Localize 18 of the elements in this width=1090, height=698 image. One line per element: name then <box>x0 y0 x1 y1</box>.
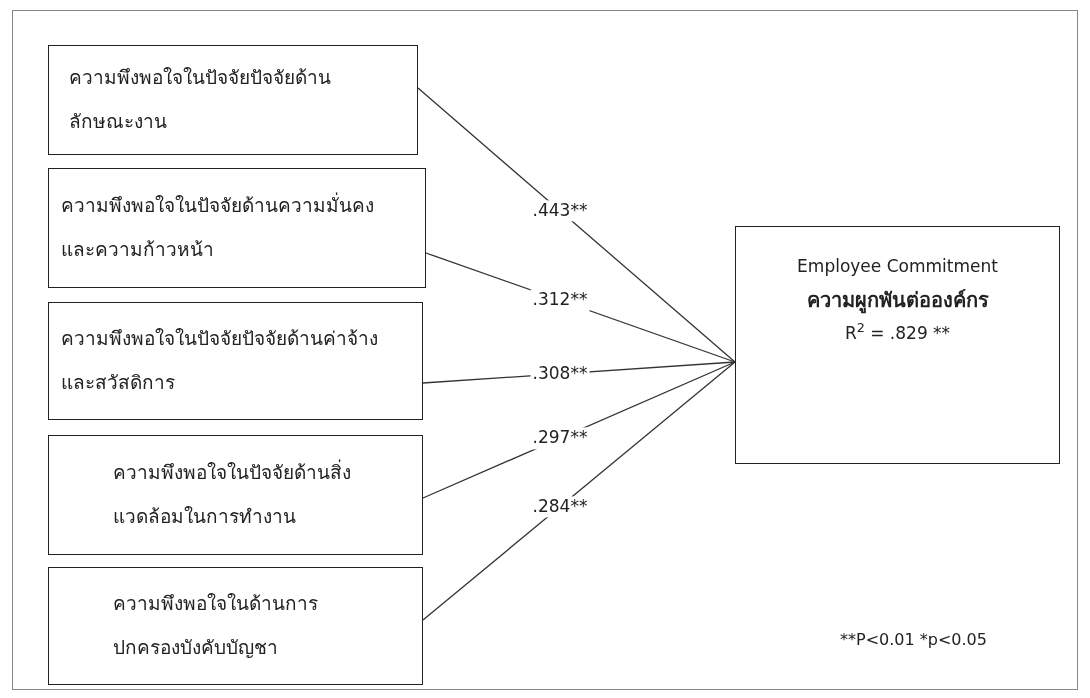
variable-box <box>48 435 423 555</box>
factor-name: ความพึงพอใจในปัจจัยปัจจัยด้านลักษณะงาน <box>69 65 332 134</box>
variable-box <box>735 226 1060 464</box>
variable-box <box>48 567 423 685</box>
variable-box <box>48 45 418 155</box>
construct-name: Employee Commitment <box>797 255 998 278</box>
connector-line <box>422 361 736 621</box>
variable-box <box>48 168 426 288</box>
variable-box <box>48 302 423 420</box>
r-squared-value: R$^{2}$ = .829 ** <box>844 319 951 345</box>
construct-name: ความผูกพันต่อองค์กร <box>806 286 989 316</box>
factor-name: ความพึงพอใจในด้านการปกครองบังคับบัญชา <box>113 591 319 660</box>
edge-label: .312** <box>530 289 590 311</box>
connector-line <box>417 87 736 363</box>
factor-name: ความพึงพอใจในปัจจัยด้านความมั่นคงและความก้าวหน้า <box>61 191 375 262</box>
factor-name: ความพึงพอใจในปัจจัยด้านสิ่งแวดล้อมในการทำงาน <box>113 458 352 529</box>
significance-note: **P<0.01 *p<0.05 <box>840 629 987 651</box>
factor-name: ความพึงพอใจในปัจจัยปัจจัยด้านค่าจ้างและสวัสดิการ <box>61 326 379 395</box>
